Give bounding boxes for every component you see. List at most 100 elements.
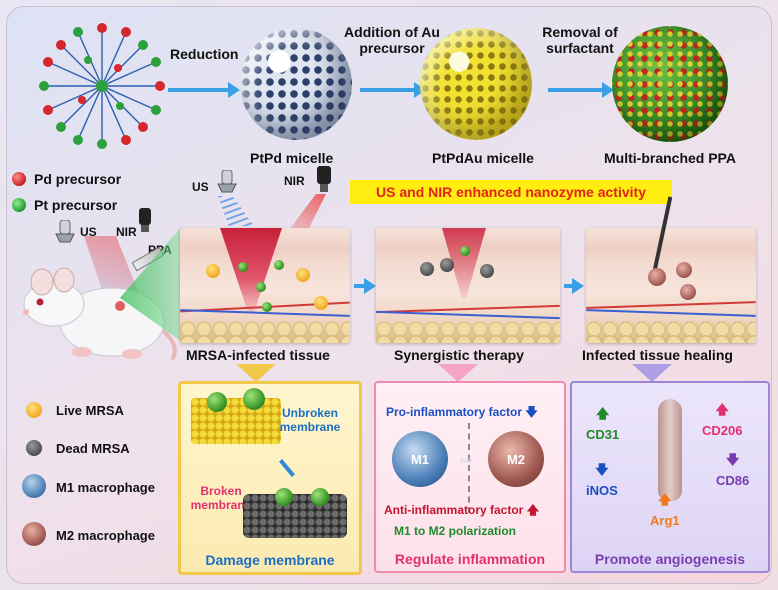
surfactant-micelle xyxy=(38,22,166,150)
laser-device-icon xyxy=(314,166,334,194)
down-arrow-yellow xyxy=(236,364,276,382)
ptpd-micelle-sphere xyxy=(240,28,352,140)
label-nir-left: NIR xyxy=(116,225,137,239)
live-mrsa-t1c xyxy=(314,296,328,310)
panel-damage-membrane: Unbroken membrane Broken membrane Damage… xyxy=(178,381,362,575)
dead-mrsa-t2b xyxy=(440,258,454,272)
dead-mrsa-t2c xyxy=(480,264,494,278)
arg1-marker: 🡅 Arg1 xyxy=(650,491,680,528)
panel-regulate-inflammation: Pro-inflammatory factor 🡇 M1 ⇔ M2 Anti-i… xyxy=(374,381,566,573)
arrow-down-purple-icon: 🡇 xyxy=(725,452,740,467)
unbroken-text: Unbroken membrane xyxy=(279,406,341,434)
live-mrsa-t1a xyxy=(206,264,220,278)
arrow-2 xyxy=(360,82,426,98)
pd-precursor-dot xyxy=(12,172,26,186)
ptpdau-micelle-sphere xyxy=(420,28,532,140)
m2-text: M2 xyxy=(506,451,526,467)
membrane-unbroken-graphic xyxy=(191,398,281,444)
vessel-blue-2 xyxy=(376,310,560,320)
step-removal: Removal of surfactant xyxy=(530,24,630,56)
label-synergistic-therapy: Synergistic therapy xyxy=(394,347,524,363)
fat-layer xyxy=(180,321,350,343)
double-arrow-icon: ⇔ xyxy=(456,448,476,470)
m2-macrophage-t3c xyxy=(680,284,696,300)
legend-dead-mrsa-icon xyxy=(26,440,42,456)
legend-m1-macrophage: M1 macrophage xyxy=(56,480,155,495)
arrow-up-red-icon: 🡅 xyxy=(526,503,540,517)
ppa-sphere xyxy=(612,26,728,142)
cd31-marker: 🡅 CD31 xyxy=(586,405,619,442)
label-us-left: US xyxy=(80,225,97,239)
m2-macrophage-t3a xyxy=(648,268,666,286)
mouse-icon xyxy=(12,252,182,364)
label-nir-top: NIR xyxy=(284,174,305,188)
step-addition-text: Addition of Au precursor xyxy=(344,24,440,56)
ultrasound-probe-icon xyxy=(216,169,238,196)
arrow-down-blue-panel-icon: 🡇 xyxy=(595,462,609,477)
label-ptpd-micelle: PtPd micelle xyxy=(250,150,334,166)
label-broken-membrane: Broken membrane xyxy=(189,484,253,512)
panel1-title: Damage membrane xyxy=(205,552,335,568)
label-multi-branched-ppa: Multi-branched PPA xyxy=(604,150,736,166)
live-mrsa-t1b xyxy=(296,268,310,282)
nanozyme-1 xyxy=(238,262,248,272)
ppa-broken-1 xyxy=(275,488,293,506)
pro-text: Pro-inflammatory factor xyxy=(386,405,523,419)
cd31-text: CD31 xyxy=(586,427,620,442)
arrow-up-orange-icon: 🡅 xyxy=(658,492,672,507)
arrow-up-pink-icon: 🡅 xyxy=(715,402,729,417)
arrow-3 xyxy=(548,82,614,98)
m2-macrophage-large: M2 xyxy=(488,431,544,487)
legend-pt-precursor: Pt precursor xyxy=(34,197,118,213)
label-ptpdau-micelle: PtPdAu micelle xyxy=(432,150,534,166)
fat-layer-2 xyxy=(376,321,560,343)
legend-live-mrsa-icon xyxy=(26,402,42,418)
panel2-title: Regulate inflammation xyxy=(394,551,546,567)
broken-text: Broken membrane xyxy=(190,484,252,512)
label-polarization: M1 to M2 polarization xyxy=(394,524,517,538)
dashed-divider xyxy=(468,423,470,513)
arrow-up-green-icon: 🡅 xyxy=(595,406,610,421)
ppa-broken-2 xyxy=(311,488,329,506)
inos-marker: 🡇 iNOS xyxy=(586,461,618,498)
label-infected-tissue-healing: Infected tissue healing xyxy=(582,347,733,363)
laser-device-left-icon xyxy=(136,208,154,234)
arrow-down-blue-icon: 🡇 xyxy=(525,405,538,419)
step-addition: Addition of Au precursor xyxy=(338,24,446,56)
inos-text: iNOS xyxy=(586,483,618,498)
label-anti-inflammatory: Anti-inflammatory factor 🡅 xyxy=(384,501,539,522)
legend-dead-mrsa: Dead MRSA xyxy=(56,441,130,456)
nanozyme-2 xyxy=(256,282,266,292)
legend-m2-macrophage: M2 macrophage xyxy=(56,528,155,543)
cd86-text: CD86 xyxy=(716,473,750,488)
panel-promote-angiogenesis: 🡅 CD31 🡅 CD206 🡇 iNOS 🡇 CD86 🡅 Arg1 Prom… xyxy=(570,381,770,573)
arg1-text: Arg1 xyxy=(650,513,680,528)
m1-text: M1 xyxy=(410,451,430,467)
banner-enhanced-activity: US and NIR enhanced nanozyme activity xyxy=(350,180,672,204)
label-mrsa-infected-tissue: MRSA-infected tissue xyxy=(186,347,330,363)
pt-precursor-dot xyxy=(12,198,26,212)
cd206-marker: 🡅 CD206 xyxy=(702,401,742,438)
step-reduction: Reduction xyxy=(170,46,239,62)
arrow-1 xyxy=(168,82,240,98)
cd206-text: CD206 xyxy=(702,423,743,438)
vessel-blue-3 xyxy=(586,309,756,317)
membrane-broken-graphic xyxy=(243,494,347,538)
ultrasound-probe-left-icon xyxy=(54,219,76,246)
wound-region xyxy=(220,228,282,312)
legend-m2-icon xyxy=(22,522,46,546)
hair-follicle-large xyxy=(658,399,682,501)
ppa-on-membrane-1 xyxy=(207,392,227,412)
vessel-red-3 xyxy=(586,301,756,309)
label-unbroken-membrane: Unbroken membrane xyxy=(273,406,347,434)
step-removal-text: Removal of surfactant xyxy=(542,24,618,56)
legend-pd-precursor: Pd precursor xyxy=(34,171,122,187)
down-arrow-purple xyxy=(632,364,672,382)
banner-text: US and NIR enhanced nanozyme activity xyxy=(376,184,646,200)
cd86-marker: 🡇 CD86 xyxy=(716,451,749,488)
legend-live-mrsa: Live MRSA xyxy=(56,403,124,418)
nanozyme-t2 xyxy=(460,246,470,256)
m2-macrophage-t3b xyxy=(676,262,692,278)
panel3-title: Promote angiogenesis xyxy=(594,551,746,567)
nanozyme-4 xyxy=(262,302,272,312)
